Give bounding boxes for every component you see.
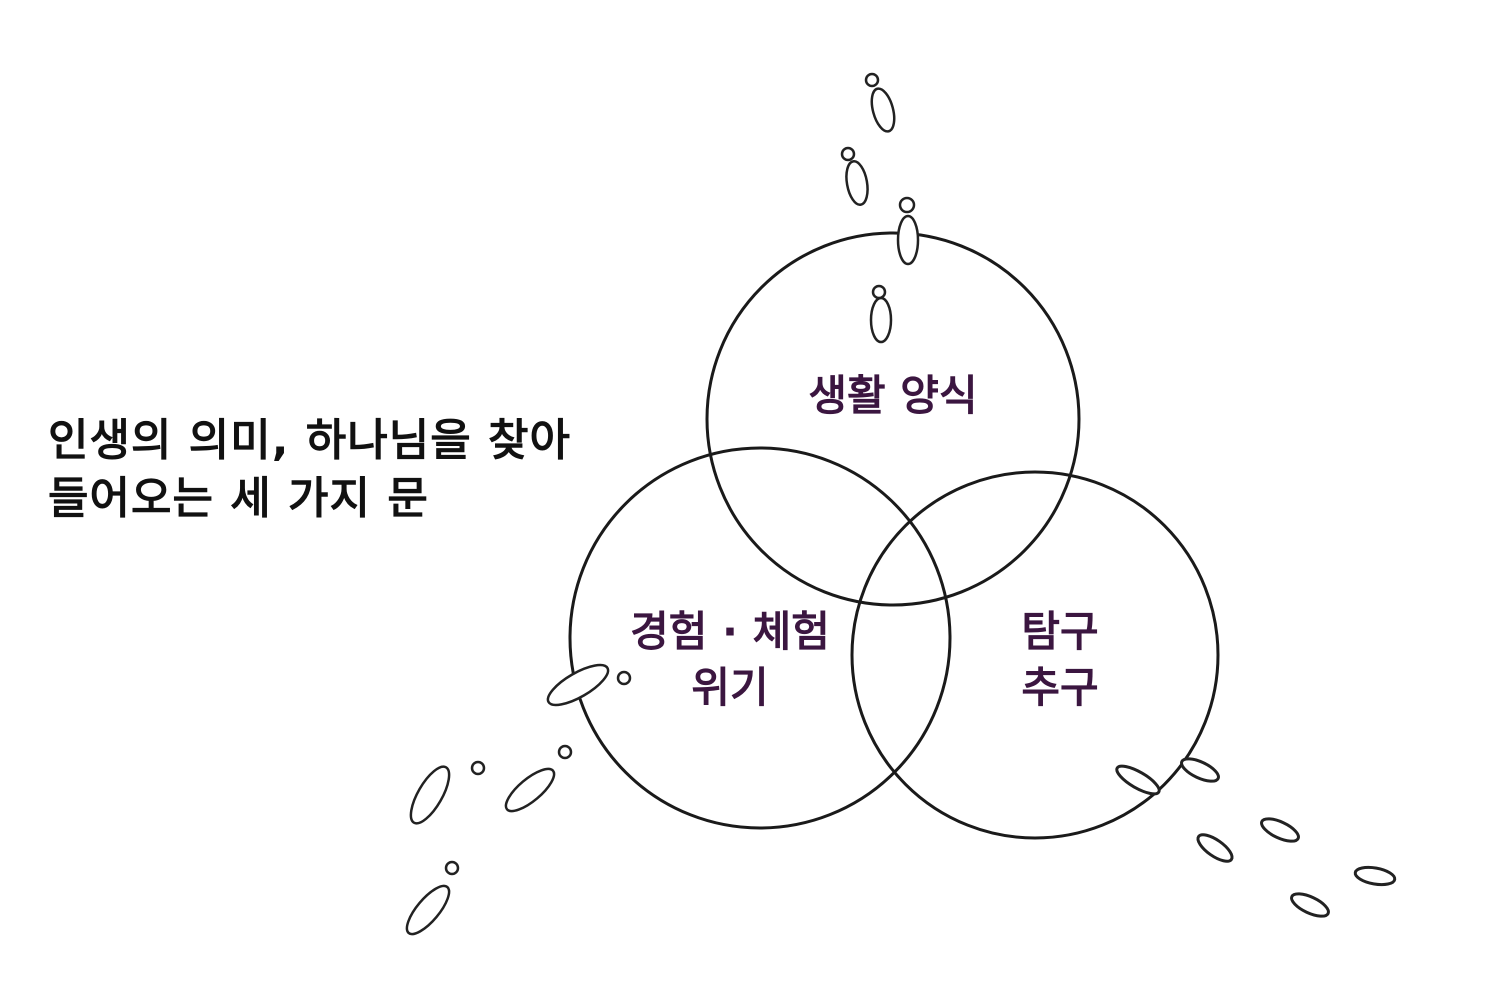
footprint-heel-icon: [840, 146, 856, 162]
footprint-icon: [409, 765, 451, 825]
circle-lifestyle: [705, 231, 1081, 607]
label-inquiry: 탐구 추구: [960, 604, 1160, 716]
shoeprint-icon: [1353, 865, 1397, 887]
label-line: 탐구: [1021, 607, 1099, 656]
shoeprint-icon: [1260, 817, 1300, 843]
footprint-icon: [869, 296, 893, 344]
footprint-heel-icon: [871, 284, 887, 300]
toe-icon: [470, 760, 486, 776]
footprint-icon: [405, 884, 451, 936]
circle-experience: [568, 446, 952, 830]
shoeprint-icon: [1290, 892, 1330, 918]
toe-icon: [616, 670, 632, 686]
label-line: 생활 양식: [808, 371, 978, 420]
shoeprint-icon: [1115, 764, 1161, 796]
footprints-top: [840, 72, 920, 344]
label-line: 위기: [691, 663, 769, 712]
footprints-right: [1115, 757, 1397, 918]
title-line-2: 들어오는 세 가지 문: [48, 473, 429, 524]
label-experience: 경험 · 체험 위기: [600, 604, 860, 716]
label-line: 경험 · 체험: [630, 607, 830, 656]
footprint-icon: [546, 663, 610, 707]
footprint-icon: [896, 214, 920, 266]
footprint-heel-icon: [898, 196, 916, 214]
footprint-icon: [504, 767, 556, 813]
footprint-icon: [845, 160, 869, 206]
toe-icon: [444, 860, 460, 876]
shoeprint-icon: [1196, 833, 1234, 863]
toe-icon: [557, 744, 573, 760]
shoeprint-icon: [1180, 757, 1220, 783]
footprint-icon: [870, 87, 896, 133]
diagram-title: 인생의 의미, 하나님을 찾아 들어오는 세 가지 문: [48, 412, 571, 528]
title-line-1: 인생의 의미, 하나님을 찾아: [48, 415, 571, 466]
footprints-left: [405, 663, 632, 936]
footprint-heel-icon: [864, 72, 880, 88]
label-line: 추구: [1021, 663, 1099, 712]
circle-inquiry: [850, 470, 1220, 840]
label-lifestyle: 생활 양식: [773, 368, 1013, 424]
